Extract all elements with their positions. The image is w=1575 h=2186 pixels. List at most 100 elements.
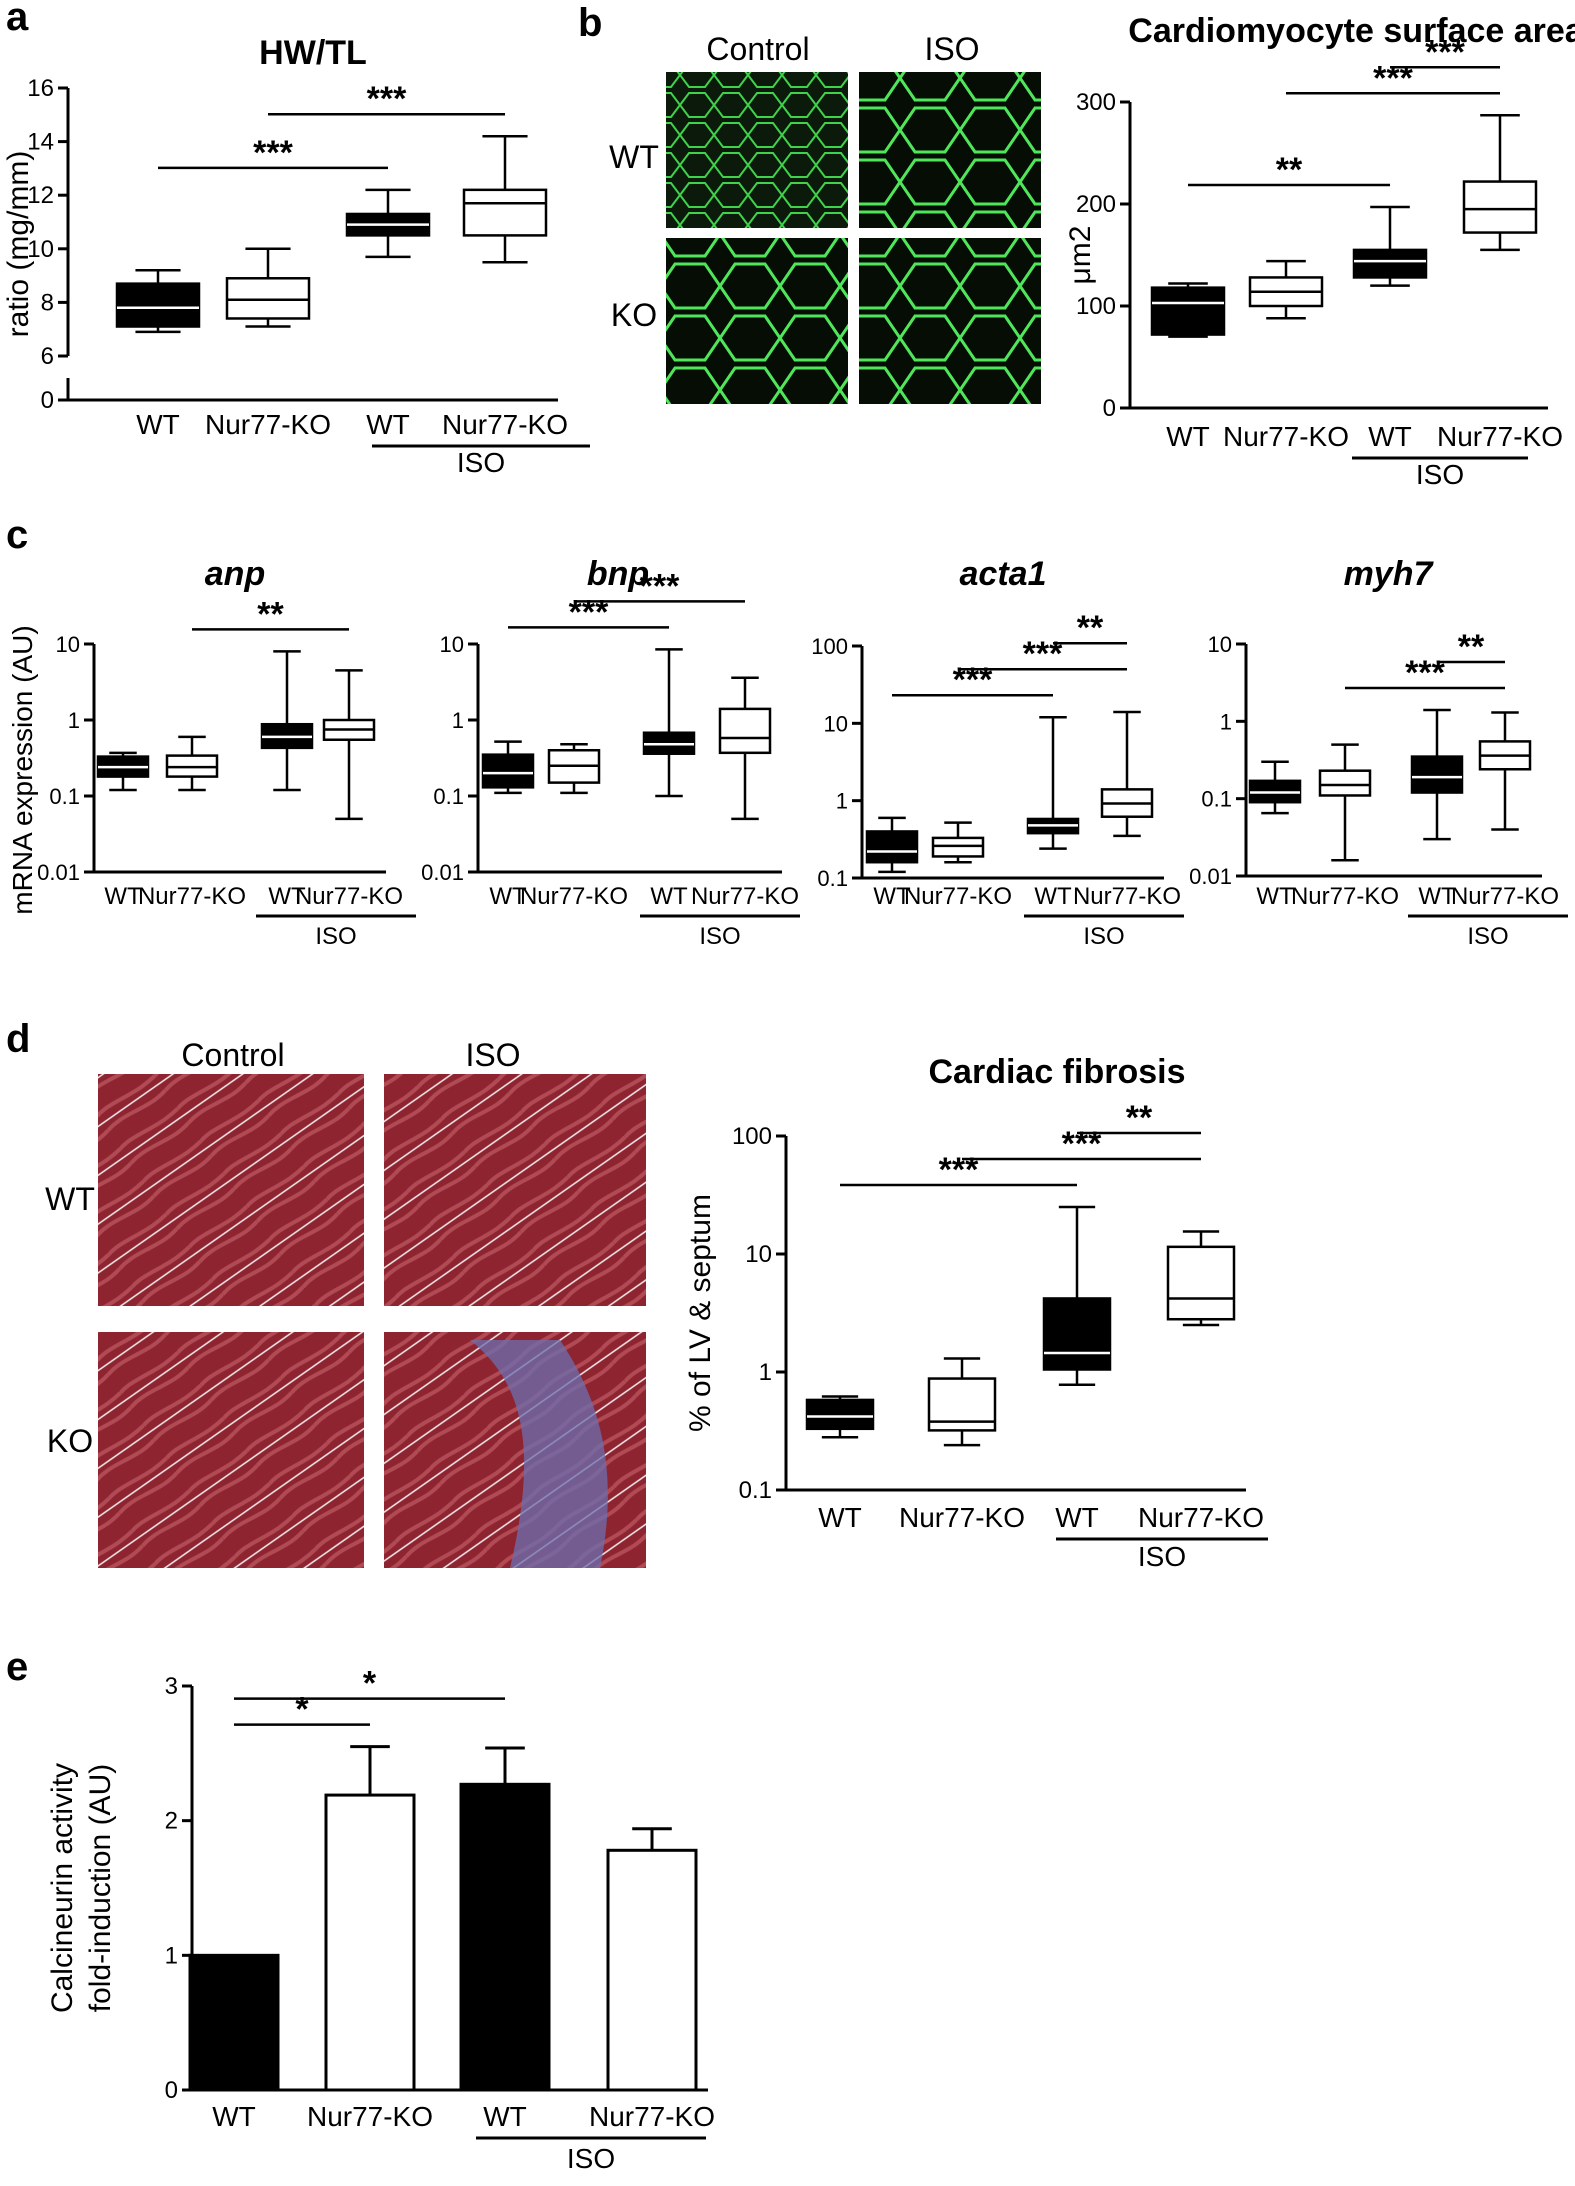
significance-label: ** — [257, 595, 284, 633]
micrograph-b-col-control: Control — [706, 31, 809, 67]
y-tick-label: 1 — [452, 708, 464, 733]
box-iqr — [1166, 1245, 1236, 1321]
x-category-label: WT — [366, 409, 410, 440]
significance-label: ** — [1458, 628, 1485, 666]
micrograph-grid-d: Control ISO WT KO — [45, 1037, 646, 1568]
micrograph-grid-b: Control ISO WT KO — [609, 31, 1041, 404]
box-iqr — [865, 830, 919, 864]
micrograph-d-ko-control — [98, 1332, 364, 1568]
box-iqr — [805, 1398, 875, 1431]
y-tick-label: 100 — [1076, 293, 1116, 320]
box-iqr — [115, 282, 201, 328]
significance-label: *** — [569, 593, 609, 631]
y-tick-label: 10 — [745, 1241, 772, 1268]
x-category-label: Nur77-KO — [520, 883, 628, 910]
box-2 — [1410, 708, 1464, 841]
micrograph-b-wt-control — [666, 72, 848, 228]
significance-label: *** — [1023, 635, 1063, 673]
bar-0 — [188, 1953, 280, 2092]
y-tick-label: 2 — [165, 1808, 178, 1835]
box-2 — [1042, 1205, 1112, 1386]
chart-title: anp — [205, 555, 265, 593]
box-2 — [345, 188, 431, 259]
y-tick-label: 12 — [27, 182, 54, 209]
y-tick-label: 10 — [824, 711, 848, 736]
box-0 — [115, 268, 201, 334]
x-category-label: WT — [1034, 883, 1072, 910]
y-axis-label: μm2 — [1064, 226, 1097, 285]
significance-label: ** — [1077, 609, 1104, 647]
x-category-label: Nur77-KO — [138, 883, 246, 910]
y-tick-label: 16 — [27, 75, 54, 102]
x-category-label: WT — [489, 883, 527, 910]
x-category-label: Nur77-KO — [1138, 1502, 1264, 1533]
x-category-label: WT — [212, 2101, 256, 2132]
box-1 — [931, 821, 985, 864]
y-tick-label: 0.01 — [1189, 864, 1232, 889]
y-axis-label: % of LV & septum — [684, 1194, 717, 1432]
box-3 — [1462, 114, 1538, 252]
box-iqr — [1462, 180, 1538, 234]
significance-label: * — [363, 1665, 377, 1703]
micrograph-d-row-ko: KO — [47, 1423, 93, 1459]
micrograph-b-wt-iso — [859, 72, 1041, 228]
y-tick-label: 1 — [836, 789, 848, 814]
fibrosis-region-ko-iso — [470, 1340, 608, 1568]
group-label: ISO — [457, 447, 505, 478]
x-category-label: Nur77-KO — [205, 409, 331, 440]
significance-label: *** — [1425, 33, 1465, 71]
x-category-label: WT — [650, 883, 688, 910]
y-tick-label: 300 — [1076, 89, 1116, 116]
y-tick-label: 0.01 — [37, 860, 80, 885]
chart-b: Cardiomyocyte surface area0100200300μm2W… — [1064, 12, 1575, 490]
box-iqr — [1042, 1297, 1112, 1371]
box-3 — [718, 676, 772, 821]
y-tick-label: 0.1 — [1201, 787, 1232, 812]
significance-label: *** — [1062, 1125, 1102, 1163]
y-tick-label: 1 — [68, 708, 80, 733]
significance-label: *** — [1405, 654, 1445, 692]
y-tick-label: 0.1 — [49, 784, 80, 809]
y-tick-label: 200 — [1076, 191, 1116, 218]
box-1 — [927, 1357, 997, 1447]
y-tick-label: 100 — [732, 1123, 772, 1150]
box-3 — [462, 134, 548, 264]
micrograph-b-row-ko: KO — [611, 297, 657, 333]
x-category-label: Nur77-KO — [1073, 883, 1181, 910]
box-iqr — [1410, 755, 1464, 794]
x-category-label: Nur77-KO — [1451, 883, 1559, 910]
micrograph-b-row-wt: WT — [609, 139, 659, 175]
x-category-label: WT — [1256, 883, 1294, 910]
box-3 — [1478, 711, 1532, 831]
micrograph-d-col-iso: ISO — [465, 1037, 520, 1073]
group-label: ISO — [1416, 459, 1464, 490]
y-tick-label: 8 — [41, 289, 54, 316]
significance-label: *** — [640, 567, 680, 605]
bar-3 — [606, 1827, 698, 2092]
x-category-label: WT — [268, 883, 306, 910]
x-category-label: Nur77-KO — [589, 2101, 715, 2132]
x-category-label: Nur77-KO — [904, 883, 1012, 910]
y-tick-label: 0.1 — [433, 784, 464, 809]
box-1 — [1318, 743, 1372, 862]
chart-title: acta1 — [960, 555, 1047, 593]
box-1 — [165, 735, 219, 792]
chart-title: Cardiomyocyte surface area — [1128, 12, 1575, 50]
y-tick-label: 0 — [1103, 395, 1116, 422]
y-tick-label: 1 — [1220, 709, 1232, 734]
x-category-label: Nur77-KO — [1291, 883, 1399, 910]
box-2 — [1352, 205, 1428, 287]
x-category-label: Nur77-KO — [442, 409, 568, 440]
x-category-label: Nur77-KO — [1223, 421, 1349, 452]
box-3 — [1166, 1230, 1236, 1327]
x-category-label: Nur77-KO — [295, 883, 403, 910]
box-3 — [1100, 710, 1154, 838]
group-label: ISO — [1138, 1541, 1186, 1572]
micrograph-d-col-control: Control — [181, 1037, 284, 1073]
box-2 — [642, 648, 696, 798]
y-tick-label: 6 — [41, 343, 54, 370]
